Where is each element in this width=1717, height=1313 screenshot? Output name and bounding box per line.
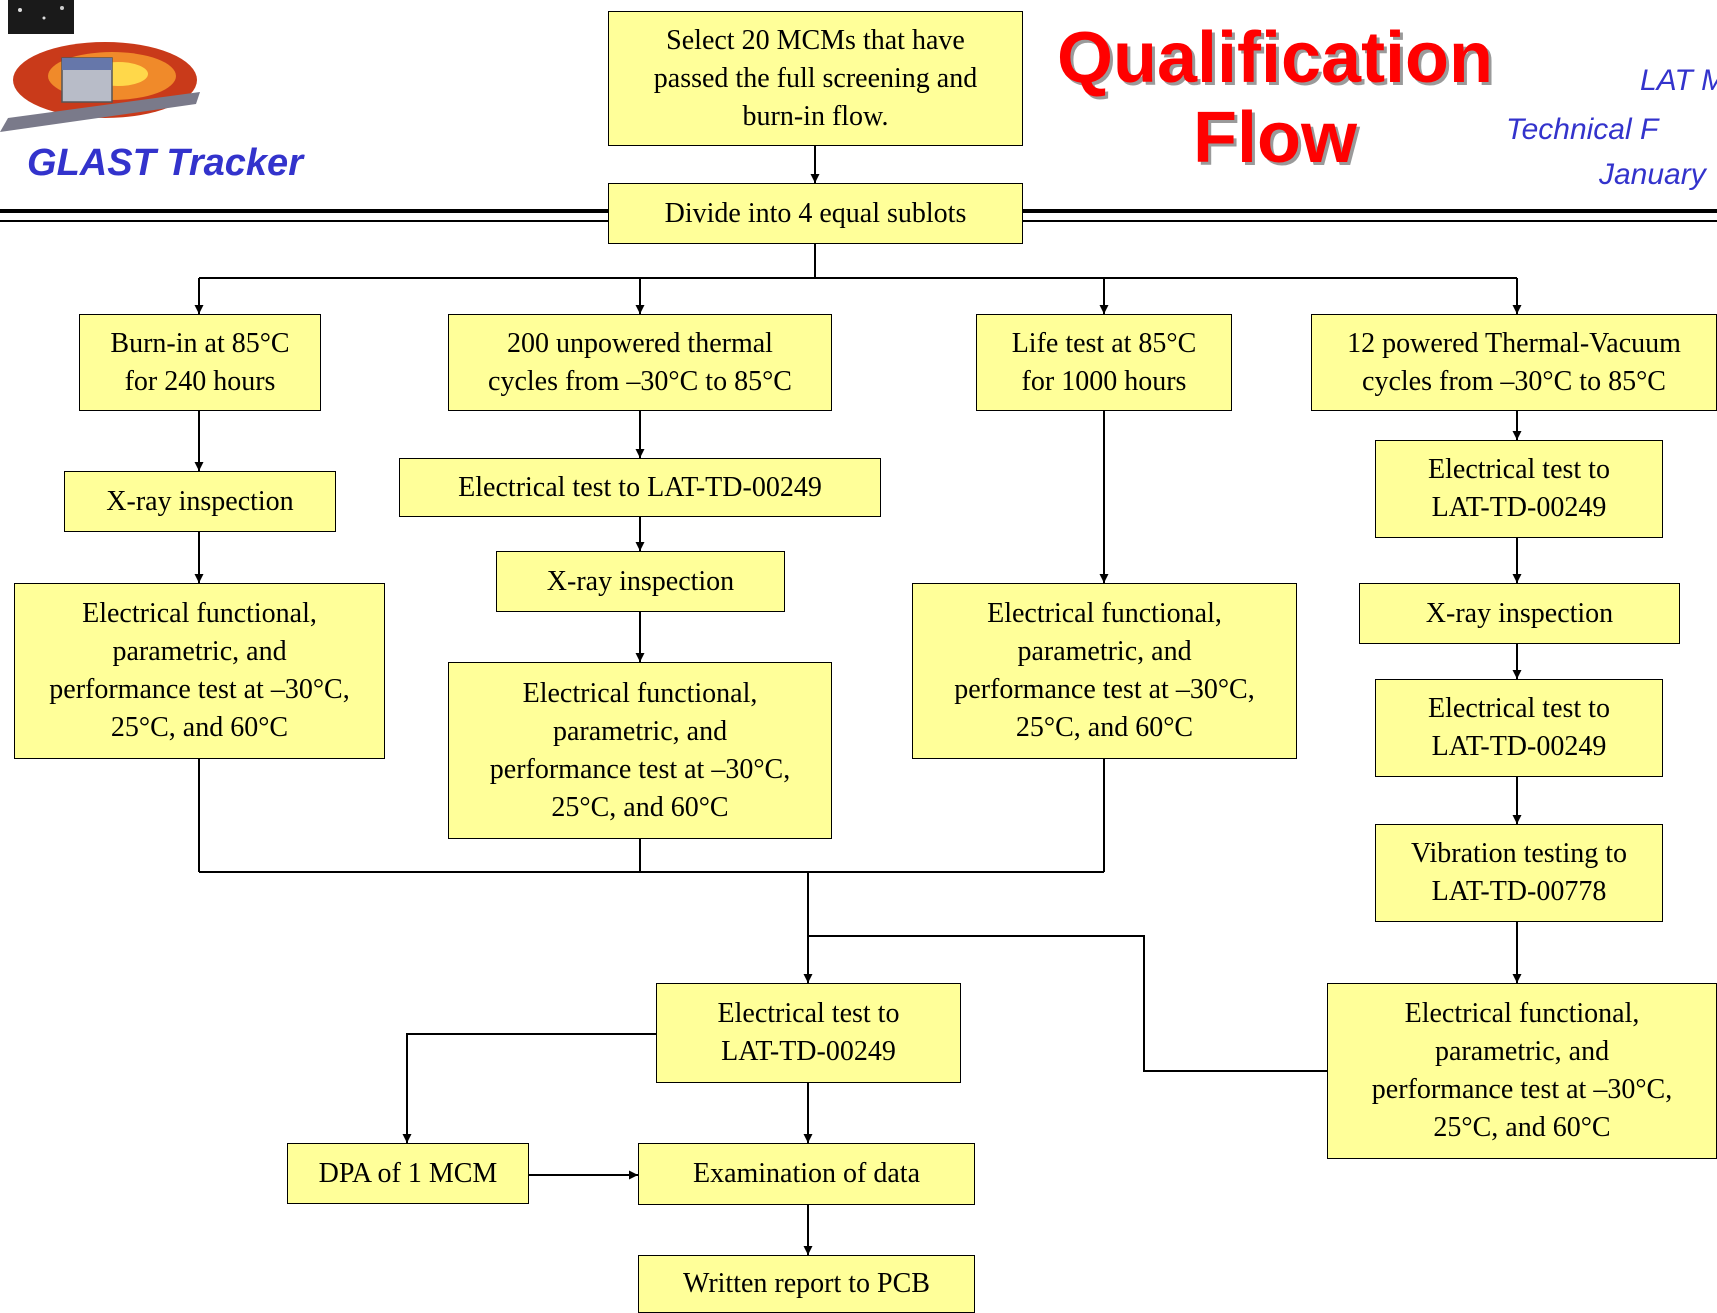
electrical-test-box-4b: Electrical test to LAT-TD-00249 <box>1375 679 1663 777</box>
xray-inspection-box-1: X-ray inspection <box>64 471 336 532</box>
meeting-line-1: LAT M <box>1640 64 1717 97</box>
written-report-box: Written report to PCB <box>638 1255 975 1313</box>
divide-sublots-box: Divide into 4 equal sublots <box>608 183 1023 244</box>
functional-test-box-1: Electrical functional, parametric, and p… <box>14 583 385 759</box>
xray-inspection-box-2: X-ray inspection <box>496 551 785 612</box>
meeting-line-2: Technical F <box>1506 113 1659 146</box>
life-test-box: Life test at 85°C for 1000 hours <box>976 314 1232 411</box>
thermal-vacuum-box: 12 powered Thermal-Vacuum cycles from –3… <box>1311 314 1717 411</box>
functional-test-box-4: Electrical functional, parametric, and p… <box>1327 983 1717 1159</box>
vibration-testing-box: Vibration testing to LAT-TD-00778 <box>1375 824 1663 922</box>
electrical-test-final-box: Electrical test to LAT-TD-00249 <box>656 983 961 1083</box>
meeting-line-3: January <box>1599 158 1706 191</box>
electrical-test-box-2: Electrical test to LAT-TD-00249 <box>399 458 881 517</box>
page-title: Qualification Flow <box>1056 18 1494 178</box>
dpa-box: DPA of 1 MCM <box>287 1143 529 1204</box>
functional-test-box-2: Electrical functional, parametric, and p… <box>448 662 832 839</box>
xray-inspection-box-4: X-ray inspection <box>1359 583 1680 644</box>
examination-box: Examination of data <box>638 1143 975 1205</box>
thermal-cycles-box: 200 unpowered thermal cycles from –30°C … <box>448 314 832 411</box>
electrical-test-box-4a: Electrical test to LAT-TD-00249 <box>1375 440 1663 538</box>
burn-in-box: Burn-in at 85°C for 240 hours <box>79 314 321 411</box>
select-mcms-box: Select 20 MCMs that have passed the full… <box>608 11 1023 146</box>
brand-label: GLAST Tracker <box>27 142 303 184</box>
functional-test-box-3: Electrical functional, parametric, and p… <box>912 583 1297 759</box>
glast-logo <box>0 0 200 132</box>
